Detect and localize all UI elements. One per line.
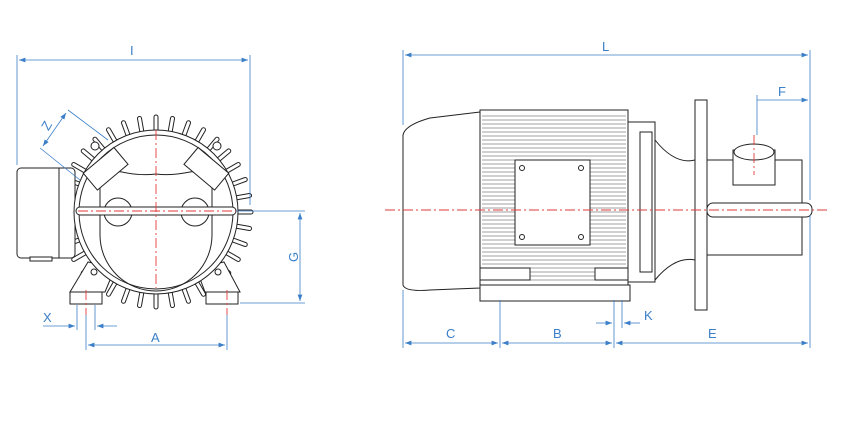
dim-label-K: K <box>644 308 653 323</box>
dim-label-C: C <box>446 326 455 341</box>
dim-label-E: E <box>708 326 717 341</box>
dim-label-L: L <box>602 39 609 54</box>
dim-label-F: F <box>778 84 786 99</box>
terminal-box <box>16 167 76 259</box>
dim-label-B: B <box>553 326 562 341</box>
dim-label-I: I <box>130 43 134 58</box>
front-view <box>16 114 254 315</box>
side-view <box>385 99 830 311</box>
terminal-plate <box>514 159 591 246</box>
base-plate <box>479 284 631 302</box>
front-dimensions: I Z G X A <box>16 43 305 350</box>
dim-label-G: G <box>286 252 301 262</box>
fan-cover <box>402 111 481 291</box>
side-dimensions: L F C B K E <box>402 39 811 348</box>
dim-label-X: X <box>43 310 52 325</box>
dim-label-Z: Z <box>38 118 55 132</box>
pump-flange <box>694 99 708 311</box>
dim-label-A: A <box>151 330 160 345</box>
